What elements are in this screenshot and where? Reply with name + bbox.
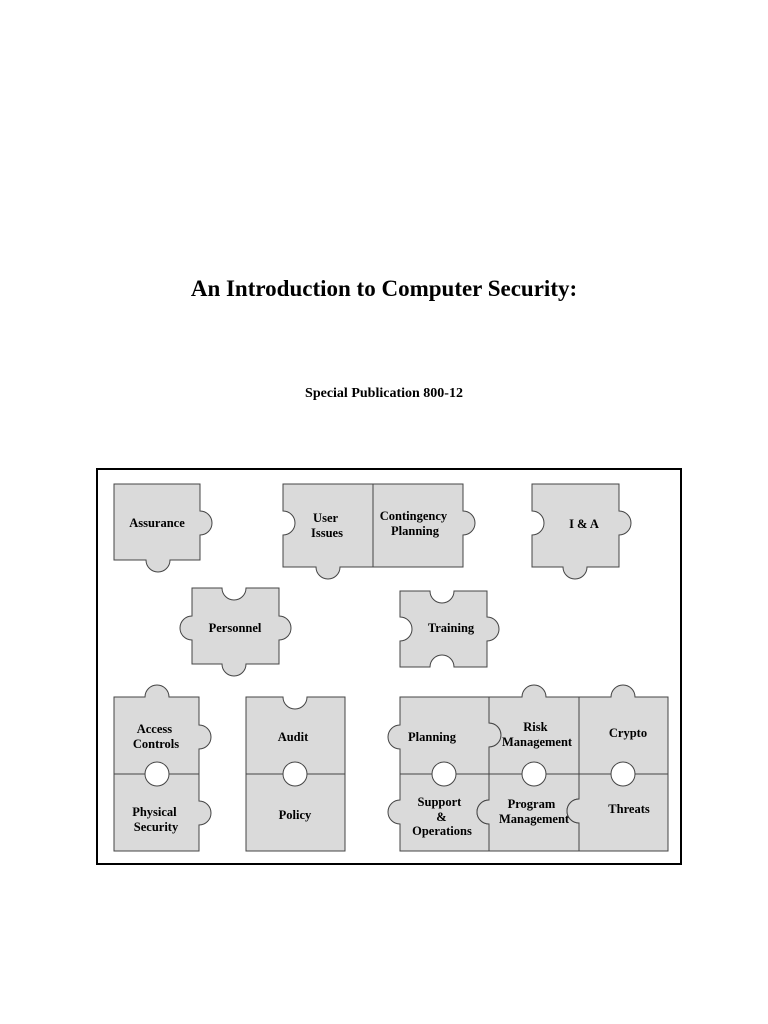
puzzle-label-assurance: Assurance	[129, 516, 185, 530]
puzzle-label-training: Training	[428, 621, 475, 635]
puzzle-piece-risk-management	[488, 684, 580, 775]
puzzle-label-support-operations: Support & Operations	[412, 795, 472, 838]
puzzle-label-personnel: Personnel	[209, 621, 262, 635]
puzzle-piece-contingency-planning	[372, 483, 476, 568]
puzzle-piece-training	[399, 590, 500, 668]
document-subtitle: Special Publication 800-12	[305, 386, 463, 401]
puzzle-label-contingency-planning: Contingency Planning	[380, 509, 451, 538]
puzzle-piece-assurance	[113, 483, 213, 573]
puzzle-piece-ia	[531, 483, 632, 580]
puzzle-piece-access-controls	[113, 684, 212, 775]
puzzle-label-policy: Policy	[279, 808, 312, 822]
puzzle-piece-user-issues	[282, 483, 374, 580]
puzzle-label-crypto: Crypto	[609, 726, 647, 740]
puzzle-label-audit: Audit	[278, 730, 309, 744]
puzzle-piece-personnel	[179, 587, 292, 677]
puzzle-piece-policy	[245, 773, 346, 852]
document-title: An Introduction to Computer Security:	[190, 276, 578, 301]
puzzle-label-user-issues: User Issues	[311, 511, 343, 540]
puzzle-piece-physical-security	[113, 773, 212, 852]
puzzle-label-ia: I & A	[569, 517, 599, 531]
puzzle-label-program-management: Program Management	[499, 797, 570, 826]
puzzle-label-risk-management: Risk Management	[502, 720, 573, 749]
puzzle-label-planning: Planning	[408, 730, 457, 744]
puzzle-label-access-controls: Access Controls	[133, 722, 179, 751]
puzzle-frame	[96, 468, 682, 865]
puzzle-label-physical-security: Physical Security	[132, 805, 180, 834]
puzzle-piece-threats	[566, 773, 669, 852]
puzzle-label-threats: Threats	[608, 802, 650, 816]
